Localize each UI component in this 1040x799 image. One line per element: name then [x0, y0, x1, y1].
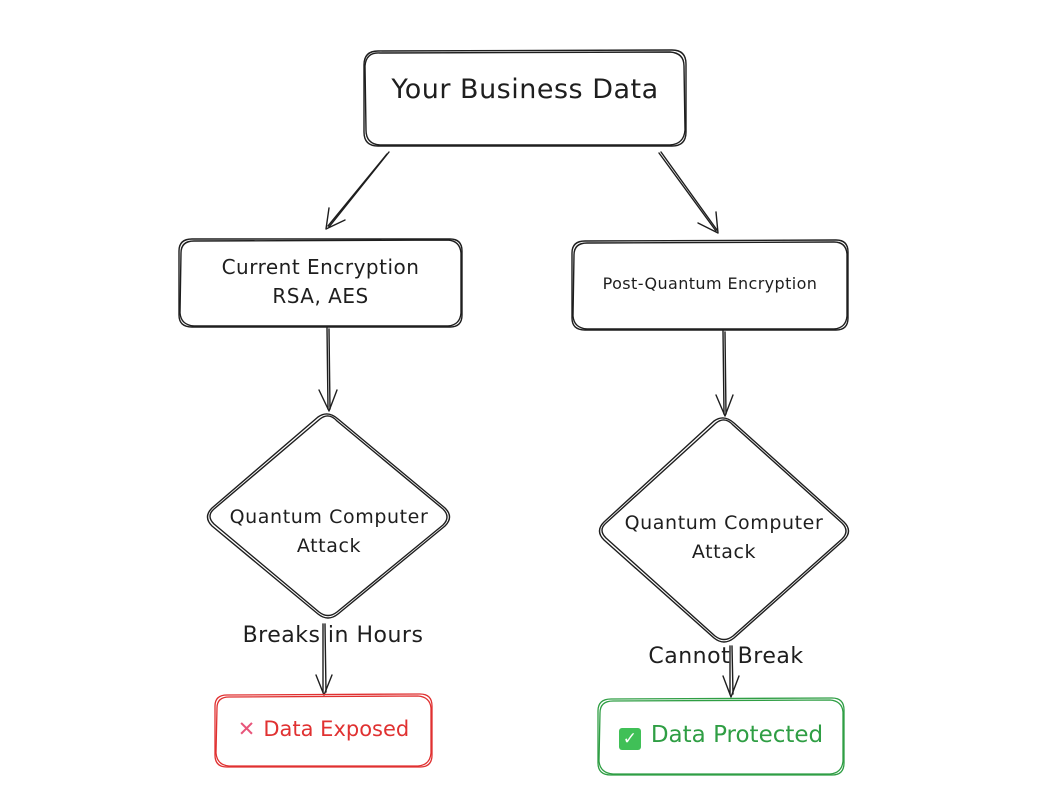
root-label: Your Business Data [391, 74, 659, 105]
edge-label-breaks: Breaks in Hours [242, 623, 424, 648]
arrow-attack-right-to-protected [722, 645, 740, 698]
current-encryption-node [178, 238, 463, 328]
arrow-root-to-current [325, 151, 390, 230]
arrow-pq-to-attack-right [715, 330, 734, 417]
cross-mark-icon: ✕ [237, 717, 256, 741]
attack-right-diamond [598, 417, 850, 643]
data-exposed-node [214, 693, 433, 768]
attack-left-diamond [206, 413, 451, 619]
arrow-root-to-pq [658, 151, 719, 234]
root-node [363, 49, 687, 147]
current-encryption-title: Current Encryption [221, 255, 420, 279]
check-box-icon: ✓ [618, 728, 641, 750]
arrow-current-to-attack-left [318, 327, 338, 412]
arrow-attack-left-to-exposed [315, 623, 333, 696]
attack-left-line1: Quantum Computer [229, 506, 429, 528]
attack-right-line1: Quantum Computer [624, 512, 824, 534]
data-exposed-label: ✕ Data Exposed [215, 717, 432, 741]
data-protected-node [597, 697, 845, 776]
post-quantum-node [571, 239, 849, 331]
attack-right-line2: Attack [691, 541, 757, 563]
post-quantum-label: Post-Quantum Encryption [602, 274, 818, 293]
current-encryption-subtitle: RSA, AES [272, 284, 369, 308]
attack-left-line2: Attack [296, 535, 362, 557]
data-protected-label: ✓ Data Protected [598, 722, 844, 750]
edge-label-cannot-break: Cannot Break [648, 644, 804, 669]
data-protected-text: Data Protected [650, 722, 824, 748]
data-exposed-text: Data Exposed [263, 717, 410, 741]
